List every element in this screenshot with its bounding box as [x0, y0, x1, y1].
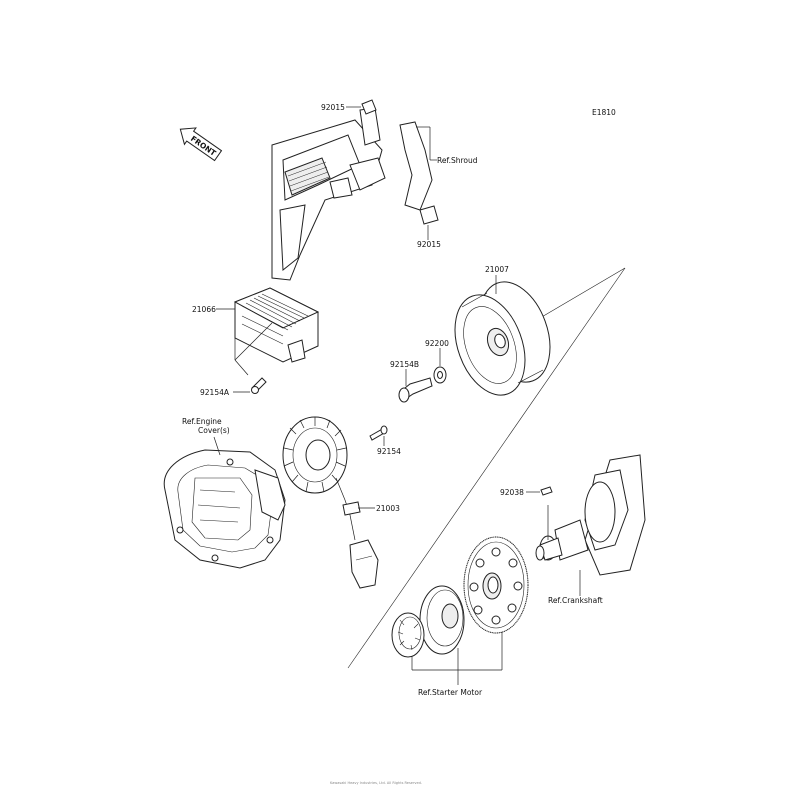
label-92015-top: 92015	[321, 103, 345, 112]
label-ref-starter-motor: Ref.Starter Motor	[418, 688, 483, 697]
label-21066: 21066	[192, 305, 216, 314]
division-line	[347, 267, 626, 669]
washer-92200	[433, 366, 447, 384]
label-21007: 21007	[485, 265, 509, 274]
bolt-92154	[369, 425, 388, 441]
crankshaft	[535, 454, 646, 576]
bolt-92154A	[251, 377, 267, 394]
label-ref-shroud: Ref.Shroud	[437, 156, 478, 165]
label-92015-bottom: 92015	[417, 240, 441, 249]
key-92038	[540, 486, 553, 496]
label-92154A: 92154A	[200, 388, 230, 397]
clip-92015-bottom	[419, 205, 439, 225]
label-92038: 92038	[500, 488, 524, 497]
shroud-bracket	[271, 107, 433, 281]
division-line-short	[539, 267, 626, 319]
bolt-92154B	[398, 377, 433, 403]
label-92200: 92200	[425, 339, 449, 348]
label-92154B: 92154B	[390, 360, 419, 369]
engine-cover	[163, 449, 286, 569]
diagram-code: E1810	[592, 108, 616, 117]
label-ref-engine-cover-2: Cover(s)	[198, 426, 230, 435]
rotor-21007	[454, 281, 551, 396]
copyright-footer: Kawasaki Heavy Industries, Ltd. All Righ…	[330, 781, 422, 785]
starter-clutch	[419, 585, 465, 655]
front-arrow-icon: FRONT	[179, 127, 223, 162]
starter-gear	[463, 536, 529, 634]
stator-21003	[282, 416, 379, 589]
regulator-21066	[233, 287, 320, 363]
clip-92015-top	[361, 99, 377, 115]
one-way-clutch	[391, 612, 425, 658]
label-92154: 92154	[377, 447, 401, 456]
label-21003: 21003	[376, 504, 400, 513]
label-ref-crankshaft: Ref.Crankshaft	[548, 596, 603, 605]
label-ref-engine-cover-1: Ref.Engine	[182, 417, 222, 426]
